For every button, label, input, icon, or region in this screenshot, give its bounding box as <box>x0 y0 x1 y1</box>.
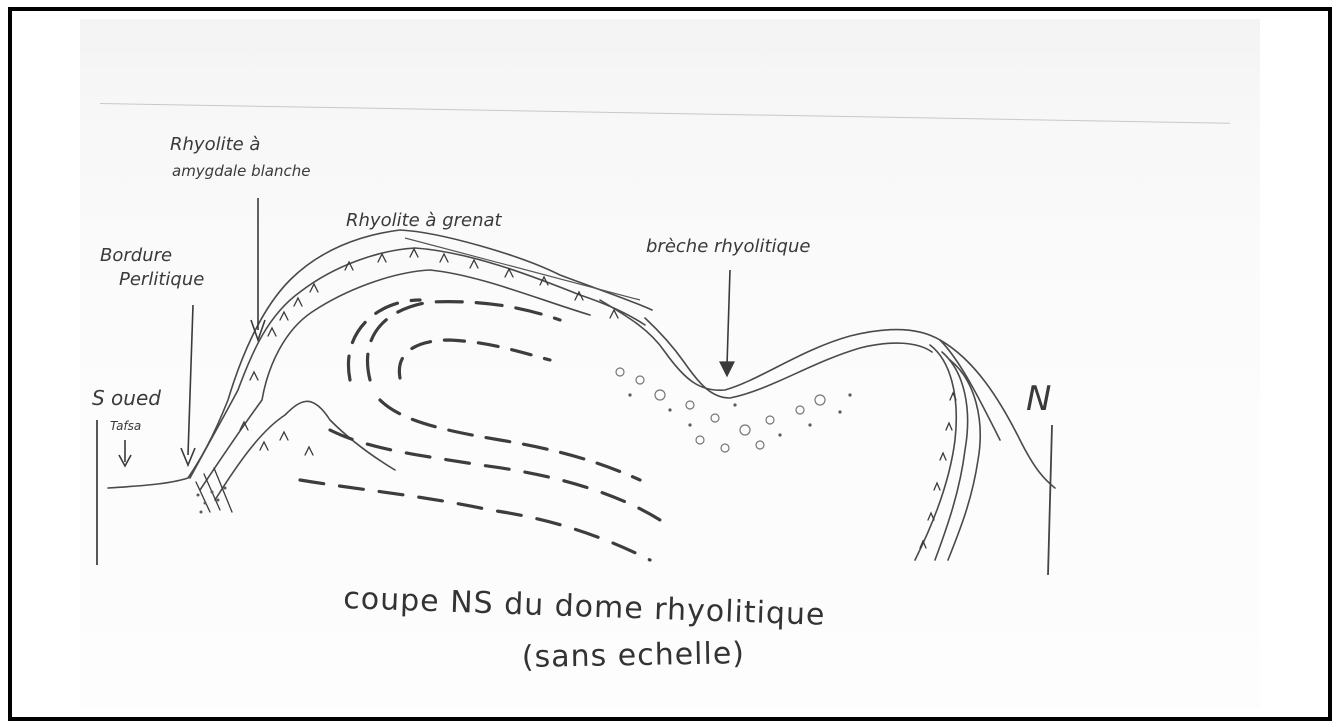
label-rhyolite-amygdale-line1: Rhyolite à <box>170 134 260 155</box>
dome-inner-outline <box>215 401 395 500</box>
label-breche: brèche rhyolitique <box>646 236 810 257</box>
label-oued-line2: Tafsa <box>110 419 141 433</box>
breccia-clasts <box>616 368 852 452</box>
diagram-subtitle: (sans echelle) <box>522 636 746 675</box>
arrow-oued <box>119 440 131 466</box>
north-reference-line <box>1048 425 1052 575</box>
arrow-breche <box>720 270 734 376</box>
arrow-rhyolite-amygdale <box>251 198 265 340</box>
label-rhyolite-grenat: Rhyolite à grenat <box>346 210 503 231</box>
label-bordure-line1: Bordure <box>100 245 172 266</box>
label-bordure-line2: Perlitique <box>119 269 204 290</box>
right-band-marks <box>920 393 956 548</box>
flow-line-right-dome <box>915 345 956 560</box>
flow-line-right-outer <box>600 300 1000 440</box>
diagram-title: coupe NS du dome rhyolitique <box>343 581 826 633</box>
dome-core-flow-lines <box>300 300 660 560</box>
arrow-bordure <box>181 305 195 465</box>
flow-line-right-dome-2 <box>935 352 968 560</box>
label-rhyolite-amygdale-line2: amygdale blanche <box>172 162 310 180</box>
perlitic-border-marks <box>196 468 232 512</box>
label-oued-line1: S oued <box>92 386 161 410</box>
garnet-label-leader <box>405 238 640 300</box>
label-north: N <box>1026 379 1051 419</box>
